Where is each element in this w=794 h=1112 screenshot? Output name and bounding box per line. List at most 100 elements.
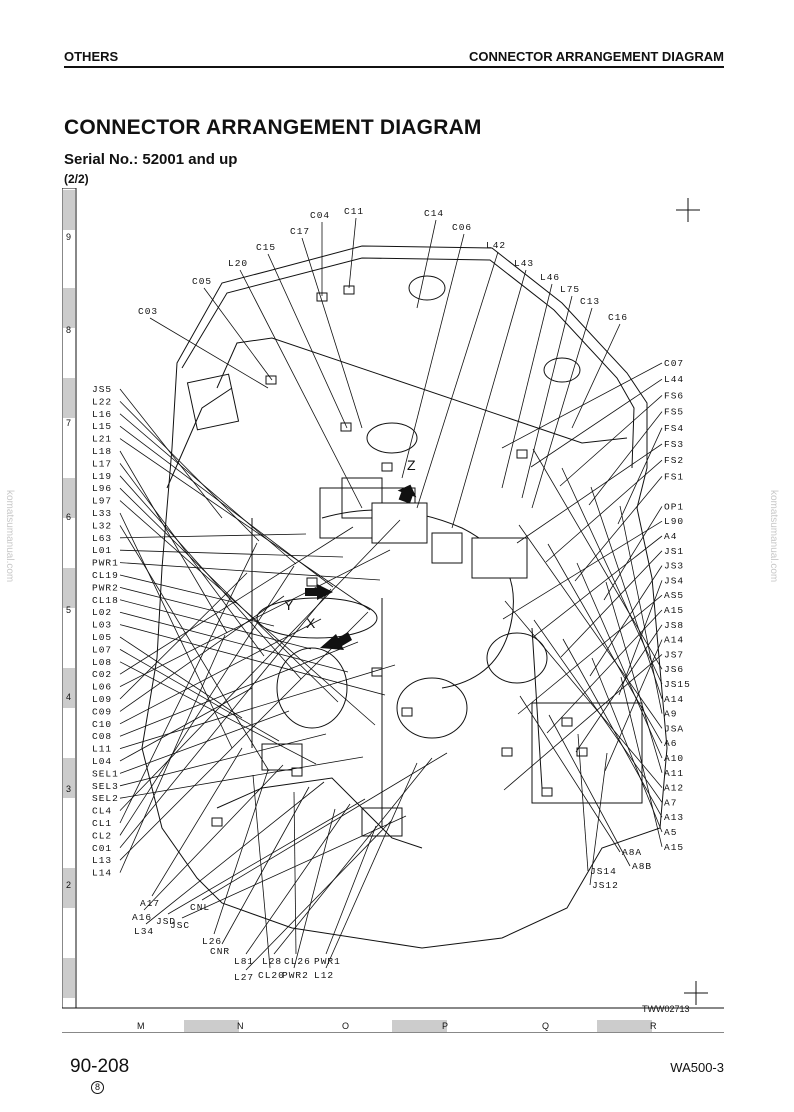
zone-left-8: 8 bbox=[66, 325, 71, 335]
leader-left-29 bbox=[119, 664, 396, 749]
leader-right-30 bbox=[591, 657, 663, 833]
label-c04: C04 bbox=[310, 210, 330, 221]
leader-right-29 bbox=[562, 638, 663, 818]
view-arrow-z: Z bbox=[397, 457, 417, 504]
label-l18-left: L18 bbox=[92, 446, 112, 457]
leader-right-18 bbox=[503, 654, 663, 791]
leader-right-1 bbox=[530, 378, 663, 468]
label-c17: C17 bbox=[290, 226, 310, 237]
label-l15-left: L15 bbox=[92, 421, 112, 432]
leader-right-4 bbox=[617, 427, 663, 525]
label-l96-left: L96 bbox=[92, 483, 112, 494]
label-cl26-bottom: CL26 bbox=[284, 956, 311, 967]
leader-bottom-12 bbox=[293, 791, 297, 955]
leader-right-14 bbox=[517, 594, 663, 715]
leader-right-24 bbox=[547, 543, 663, 744]
zone-left-3: 3 bbox=[66, 784, 71, 794]
leader-left-19 bbox=[119, 624, 386, 696]
label-pwr1-left: PWR1 bbox=[92, 558, 119, 569]
label-c10-left: C10 bbox=[92, 719, 112, 730]
label-cl18-left: CL18 bbox=[92, 595, 119, 606]
revision-mark: 8 bbox=[91, 1081, 104, 1094]
label-l16-left: L16 bbox=[92, 409, 112, 420]
label-a15-right: A15 bbox=[664, 605, 684, 616]
registration-mark-top bbox=[676, 198, 700, 222]
leader-bottom-10 bbox=[273, 757, 433, 955]
label-c01-left: C01 bbox=[92, 843, 112, 854]
zone-bottom-p: P bbox=[442, 1021, 448, 1031]
label-a8b-right: A8B bbox=[632, 861, 652, 872]
label-js4-right: JS4 bbox=[664, 575, 684, 586]
label-sel3-left: SEL3 bbox=[92, 781, 119, 792]
label-l02-left: L02 bbox=[92, 607, 112, 618]
label-a5-right: A5 bbox=[664, 827, 677, 838]
leader-right-3 bbox=[588, 411, 663, 506]
leader-right-9 bbox=[502, 520, 663, 620]
part-indicator: (2/2) bbox=[64, 172, 89, 186]
leader-right-27 bbox=[504, 600, 663, 788]
label-l11-left: L11 bbox=[92, 744, 112, 755]
watermark-right: komatsumanual.com bbox=[768, 490, 779, 583]
leader-bottom-6 bbox=[213, 769, 269, 935]
zone-left-2: 2 bbox=[66, 880, 71, 890]
label-l14-left: L14 bbox=[92, 868, 112, 879]
leader-left-31 bbox=[119, 710, 290, 774]
label-l13-left: L13 bbox=[92, 855, 112, 866]
label-a12-right: A12 bbox=[664, 783, 684, 794]
label-l46: L46 bbox=[540, 272, 560, 283]
leader-left-14 bbox=[119, 562, 381, 581]
label-l90-right: L90 bbox=[664, 516, 684, 527]
label-l09-left: L09 bbox=[92, 694, 112, 705]
leader-left-24 bbox=[119, 549, 391, 687]
machine-model: WA500-3 bbox=[670, 1060, 724, 1075]
label-sel2-left: SEL2 bbox=[92, 793, 119, 804]
leader-bottom-5 bbox=[201, 752, 448, 901]
label-fs2-right: FS2 bbox=[664, 455, 684, 466]
label-cl4-left: CL4 bbox=[92, 806, 112, 817]
label-l42: L42 bbox=[486, 240, 506, 251]
label-fs1-right: FS1 bbox=[664, 471, 684, 482]
label-c08-left: C08 bbox=[92, 731, 112, 742]
zone-bottom-m: M bbox=[137, 1021, 145, 1031]
label-a7-right: A7 bbox=[664, 797, 677, 808]
leader-right-26 bbox=[605, 581, 663, 773]
label-a9-right: A9 bbox=[664, 709, 677, 720]
leader-left-30 bbox=[119, 687, 253, 762]
leader-left-37 bbox=[119, 588, 332, 849]
label-a14-right: A14 bbox=[664, 635, 684, 646]
view-arrow-y: Y bbox=[284, 584, 333, 613]
zone-left-4: 4 bbox=[66, 692, 71, 702]
label-cl1-left: CL1 bbox=[92, 818, 112, 829]
label-l08-left: L08 bbox=[92, 657, 112, 668]
leader-left-15 bbox=[119, 574, 238, 604]
leader-right-32 bbox=[519, 695, 621, 853]
leader-right-34 bbox=[577, 733, 589, 872]
label-js1-right: JS1 bbox=[664, 546, 684, 557]
running-header: OTHERS CONNECTOR ARRANGEMENT DIAGRAM bbox=[64, 46, 724, 68]
label-l33-left: L33 bbox=[92, 508, 112, 519]
label-c05: C05 bbox=[192, 276, 212, 287]
label-a13-right: A13 bbox=[664, 812, 684, 823]
label-fs3-right: FS3 bbox=[664, 439, 684, 450]
label-l63-left: L63 bbox=[92, 533, 112, 544]
leader-left-18 bbox=[119, 611, 349, 673]
leader-bottom-3 bbox=[167, 798, 366, 915]
label-op1-right: OP1 bbox=[664, 501, 684, 512]
zone-bottom-r: R bbox=[650, 1021, 657, 1031]
view-arrow-x: X bbox=[306, 615, 352, 650]
leader-c05 bbox=[203, 287, 273, 381]
leader-right-35 bbox=[589, 752, 608, 886]
label-l01-left: L01 bbox=[92, 545, 112, 556]
label-c07-right: C07 bbox=[664, 358, 684, 369]
leader-c14 bbox=[416, 219, 437, 309]
leader-left-11 bbox=[119, 525, 270, 772]
leader-bottom-15 bbox=[325, 762, 418, 969]
label-c14: C14 bbox=[424, 208, 444, 219]
leader-right-21 bbox=[590, 486, 663, 699]
label-l19-left: L19 bbox=[92, 471, 112, 482]
label-c09-left: C09 bbox=[92, 706, 112, 717]
leader-c06 bbox=[401, 233, 465, 479]
